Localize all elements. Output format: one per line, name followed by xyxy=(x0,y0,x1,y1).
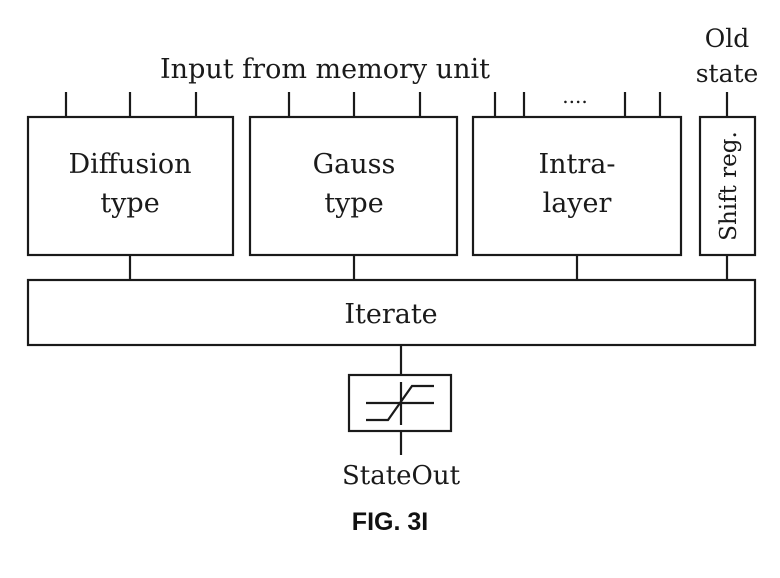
memory-input-lines xyxy=(64,92,662,117)
diffusion-type-block: Diffusion type xyxy=(26,115,235,257)
old-state-label-line2: state xyxy=(696,59,759,88)
block-to-iterate-lines xyxy=(128,255,729,280)
gauss-type-line2: type xyxy=(324,188,383,219)
input-ellipsis: .... xyxy=(562,84,587,108)
intra-layer-line2: layer xyxy=(543,188,612,219)
diffusion-type-line1: Diffusion xyxy=(69,149,192,180)
state-out-label: StateOut xyxy=(342,461,461,491)
shift-register-block: Shift reg. xyxy=(698,115,757,257)
intra-layer-line1: Intra- xyxy=(538,149,615,180)
diffusion-type-line2: type xyxy=(100,188,159,219)
old-state-label-line1: Old xyxy=(705,24,750,53)
figure-caption: FIG. 3I xyxy=(351,508,429,536)
gauss-type-line1: Gauss xyxy=(313,149,396,180)
intra-layer-block: Intra- layer xyxy=(471,115,683,257)
input-from-memory-label: Input from memory unit xyxy=(160,54,490,85)
iterate-label: Iterate xyxy=(344,299,437,330)
shift-reg-label: Shift reg. xyxy=(716,131,742,241)
iterate-block: Iterate xyxy=(26,278,757,347)
gauss-type-block: Gauss type xyxy=(248,115,459,257)
activation-function-block xyxy=(347,373,453,433)
